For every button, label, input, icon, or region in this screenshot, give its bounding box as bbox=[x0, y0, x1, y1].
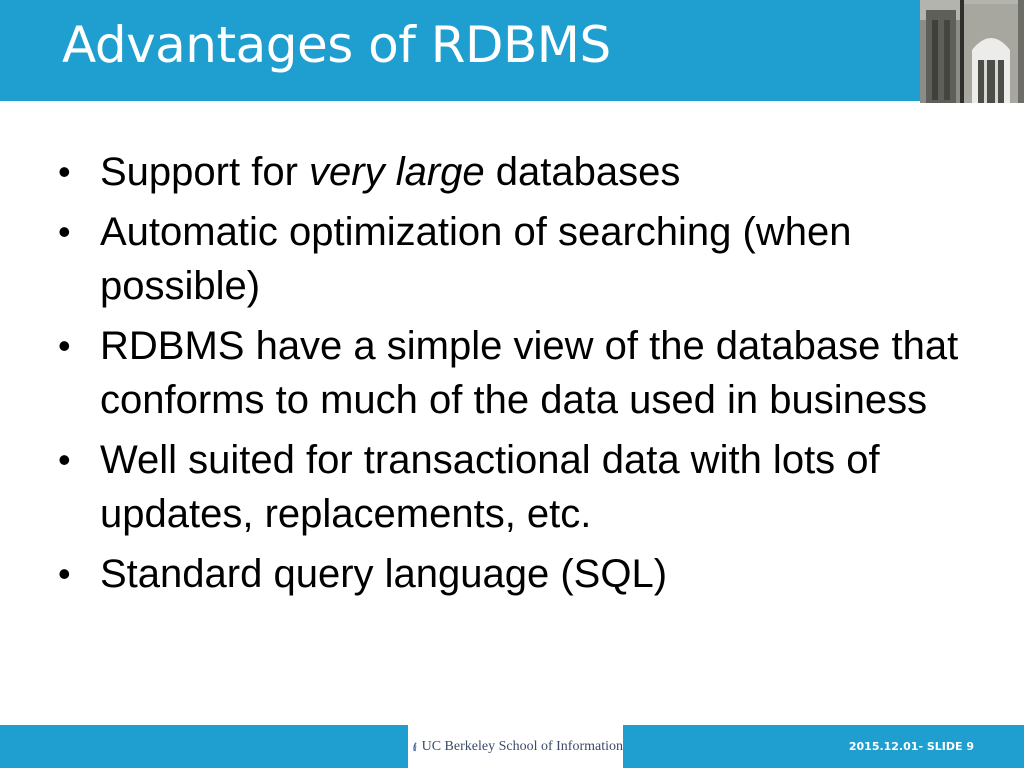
footer-logo: UC Berkeley School of Information bbox=[408, 725, 623, 768]
bullet-item: • Well suited for transactional data with… bbox=[56, 433, 976, 541]
bullet-text: Standard query language (SQL) bbox=[100, 552, 668, 596]
bullet-item: • Automatic optimization of searching (wh… bbox=[56, 205, 976, 313]
bullet-marker: • bbox=[58, 325, 71, 366]
bullet-text: Automatic optimization of searching (whe… bbox=[100, 210, 852, 308]
building-photo bbox=[920, 0, 1024, 103]
bullet-marker: • bbox=[58, 553, 71, 594]
bullet-text: RDBMS have a simple view of the database… bbox=[100, 324, 959, 422]
bullet-marker: • bbox=[58, 151, 71, 192]
bullet-emphasis: very large bbox=[309, 150, 485, 194]
bullet-item: • Standard query language (SQL) bbox=[56, 547, 976, 601]
bullet-list: • Support for very large databases • Autom… bbox=[56, 145, 976, 607]
slide-title: Advantages of RDBMS bbox=[62, 16, 611, 74]
slide-number: 2015.12.01- SLIDE 9 bbox=[848, 740, 974, 753]
bullet-item: • RDBMS have a simple view of the databas… bbox=[56, 319, 976, 427]
title-bar: Advantages of RDBMS bbox=[0, 0, 920, 101]
bullet-marker: • bbox=[58, 211, 71, 252]
ischool-logo-icon bbox=[413, 742, 417, 751]
bullet-marker: • bbox=[58, 439, 71, 480]
bullet-item: • Support for very large databases bbox=[56, 145, 976, 199]
bullet-text: Well suited for transactional data with … bbox=[100, 438, 880, 536]
bullet-text: databases bbox=[484, 150, 681, 194]
bullet-text: Support for bbox=[100, 150, 310, 194]
footer-bar-right: 2015.12.01- SLIDE 9 bbox=[623, 725, 1024, 768]
logo-text: UC Berkeley School of Information bbox=[421, 738, 623, 754]
footer-bar-left bbox=[0, 725, 408, 768]
